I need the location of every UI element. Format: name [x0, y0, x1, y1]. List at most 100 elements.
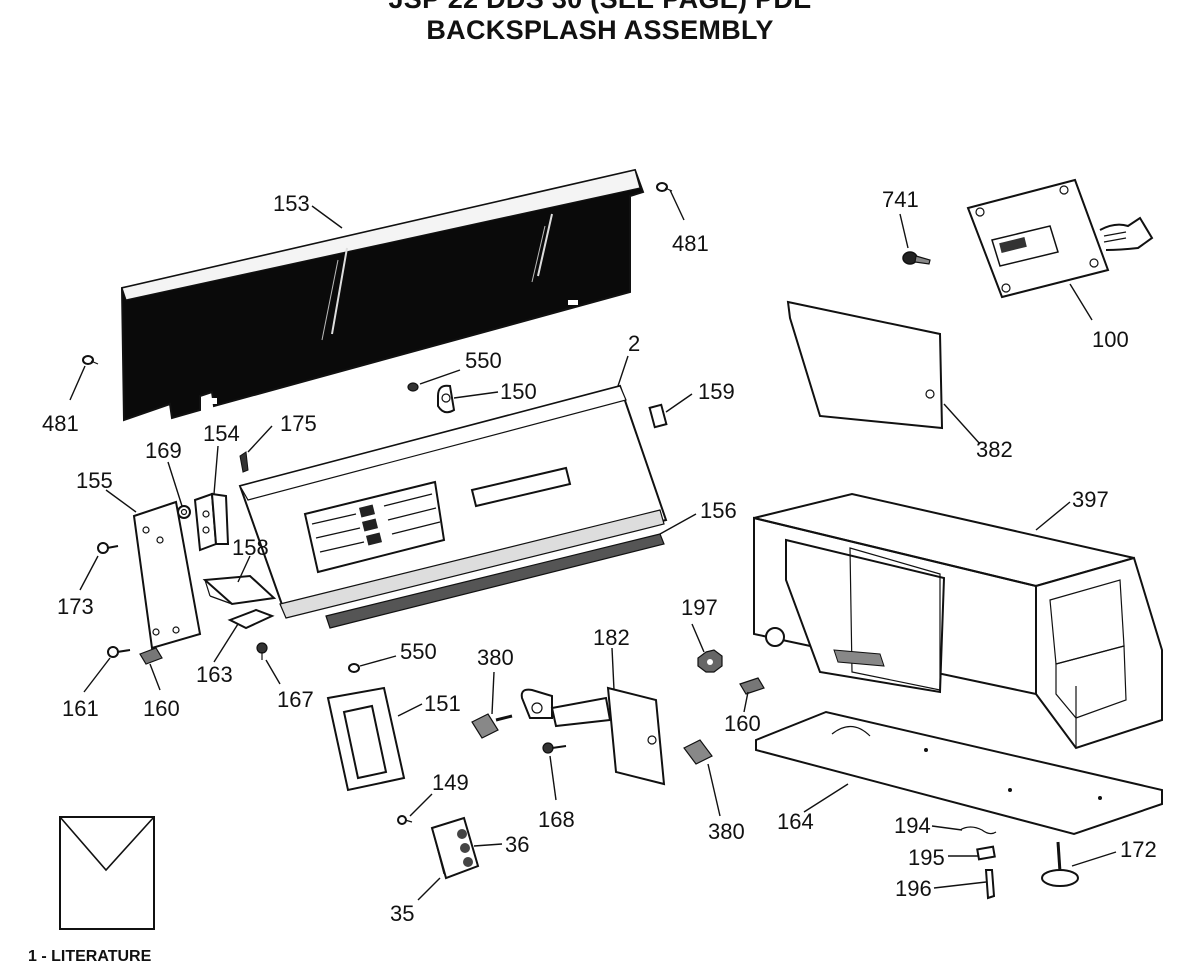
leader-155	[105, 489, 137, 513]
callout-173: 173	[57, 594, 94, 619]
part-380-knob-right	[683, 739, 713, 765]
part-550-screw-top	[407, 382, 419, 392]
part-167-screw	[256, 642, 268, 660]
callout-550-lower: 550	[400, 639, 437, 664]
leader-163	[213, 623, 239, 663]
leader-380a	[491, 671, 495, 715]
leader-741	[899, 213, 909, 249]
leader-161	[83, 657, 111, 693]
leader-164	[803, 783, 849, 813]
part-160-clip-left	[139, 647, 163, 665]
leader-182	[611, 647, 615, 691]
callout-161: 161	[62, 696, 99, 721]
leader-159	[665, 393, 693, 413]
leader-150	[453, 391, 499, 399]
callout-741: 741	[882, 187, 919, 212]
part-161-screw	[107, 646, 131, 658]
part-164-base-plate	[755, 710, 1163, 836]
leader-173	[79, 555, 99, 591]
callout-550-top: 550	[465, 348, 502, 373]
callout-151: 151	[424, 691, 461, 716]
part-481-screw-left	[82, 355, 99, 365]
leader-550b	[359, 655, 397, 667]
part-156-trim-strip	[325, 533, 665, 629]
callout-397: 397	[1072, 487, 1109, 512]
callout-163: 163	[196, 662, 233, 687]
literature-label: 1 - LITERATURE	[28, 948, 152, 965]
leader-397	[1035, 501, 1071, 531]
part-100-control-board	[966, 178, 1154, 299]
callout-481-right: 481	[672, 231, 709, 256]
leader-169	[167, 461, 183, 507]
leader-380b	[707, 763, 721, 817]
callout-156: 156	[700, 498, 737, 523]
part-158-bracket	[202, 574, 277, 606]
callout-380-right: 380	[708, 819, 745, 844]
part-168-screw	[542, 742, 567, 754]
callout-380-left: 380	[477, 645, 514, 670]
leader-382	[943, 403, 981, 445]
callout-149: 149	[432, 770, 469, 795]
leader-167	[265, 659, 281, 685]
callout-197: 197	[681, 595, 718, 620]
part-155-side-bracket	[132, 500, 202, 650]
callout-172: 172	[1120, 837, 1157, 862]
leader-160a	[149, 663, 161, 691]
callout-164: 164	[777, 809, 814, 834]
callout-36: 36	[505, 832, 529, 857]
callout-158: 158	[232, 535, 269, 560]
callout-150: 150	[500, 379, 537, 404]
callout-155: 155	[76, 468, 113, 493]
callout-35: 35	[390, 901, 414, 926]
part-741-screw	[902, 251, 931, 265]
part-160-clip-right	[739, 677, 765, 695]
leader-154	[213, 445, 219, 495]
part-153-glass-panel	[120, 168, 645, 422]
part-550-screw-lower	[348, 663, 360, 673]
callout-168: 168	[538, 807, 575, 832]
leader-481a	[669, 189, 685, 221]
leader-550a	[419, 369, 461, 385]
part-182-bracket	[520, 686, 666, 786]
title-line-1: JSP 22 DDS 30 (SEE PAGE) PDE	[0, 0, 1200, 15]
callout-2: 2	[628, 331, 640, 356]
callout-labels: 153 481 481 741 100 2 550 150 159 382 16…	[42, 187, 1157, 926]
leader-194	[931, 825, 963, 831]
callout-159: 159	[698, 379, 735, 404]
part-196-pin	[984, 869, 996, 900]
part-481-screw-right	[656, 182, 673, 192]
part-149-screw	[397, 815, 413, 825]
callout-175: 175	[280, 411, 317, 436]
diagram-title: JSP 22 DDS 30 (SEE PAGE) PDE BACKSPLASH …	[0, 0, 1200, 46]
part-150-clip	[437, 384, 456, 414]
part-195-clip	[976, 845, 996, 861]
part-151-plate	[326, 686, 406, 792]
leader-153	[311, 205, 343, 229]
leader-196	[933, 881, 987, 889]
leader-168	[549, 755, 557, 801]
leader-36	[473, 843, 503, 847]
leader-100	[1069, 283, 1093, 321]
part-172-leveling-leg	[1041, 841, 1079, 887]
callout-182: 182	[593, 625, 630, 650]
leader-197	[691, 623, 705, 653]
part-159-clip	[648, 403, 668, 429]
part-35-36-terminal-block	[430, 816, 480, 880]
leader-172	[1071, 851, 1117, 867]
callout-167: 167	[277, 687, 314, 712]
leader-149	[409, 793, 433, 817]
part-2-control-panel	[238, 384, 668, 619]
callout-195: 195	[908, 845, 945, 870]
part-163-plate	[227, 608, 275, 630]
callout-154: 154	[203, 421, 240, 446]
part-173-screw	[97, 542, 119, 554]
leader-160b	[743, 691, 749, 713]
callout-160-right: 160	[724, 711, 761, 736]
callout-196: 196	[895, 876, 932, 901]
callout-169: 169	[145, 438, 182, 463]
callout-153: 153	[273, 191, 310, 216]
leader-151	[397, 703, 423, 717]
part-175-screw	[239, 451, 249, 473]
title-line-2: BACKSPLASH ASSEMBLY	[426, 15, 774, 45]
